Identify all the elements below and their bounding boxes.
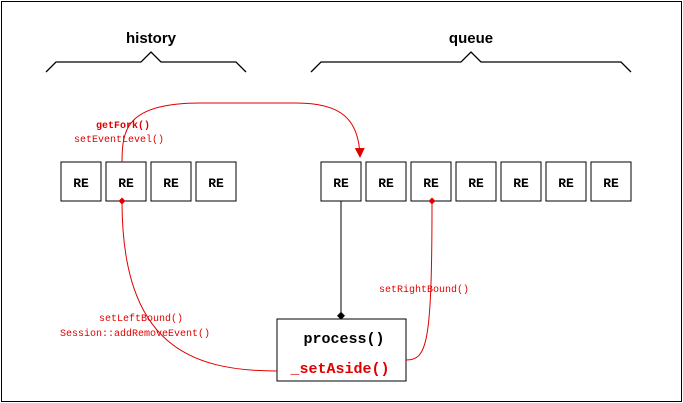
history-brace [45, 51, 247, 73]
queue-box-1: RE [320, 161, 362, 202]
svg-text:RE: RE [118, 176, 134, 191]
set-aside-label: _setAside() [289, 361, 389, 378]
set-left-bound-label: setLeftBound() [99, 313, 183, 325]
set-event-level-label: setEventLevel() [74, 134, 164, 146]
queue-box-3: RE [410, 161, 452, 202]
history-boxes: RE RE RE RE [60, 161, 237, 202]
fork-arrow [121, 102, 365, 163]
queue-box-5: RE [500, 161, 542, 202]
history-box-4: RE [195, 161, 237, 202]
get-fork-label: getFork() [96, 120, 150, 132]
history-box-2: RE [105, 161, 147, 202]
add-remove-event-label: Session::addRemoveEvent() [60, 328, 210, 340]
queue-box-6: RE [545, 161, 587, 202]
queue-box-2: RE [365, 161, 407, 202]
process-label: process() [303, 331, 384, 348]
svg-text:RE: RE [73, 176, 89, 191]
set-right-bound-label: setRightBound() [379, 284, 469, 296]
svg-text:RE: RE [163, 176, 179, 191]
svg-text:RE: RE [468, 176, 484, 191]
svg-text:RE: RE [208, 176, 224, 191]
queue-box-4: RE [455, 161, 497, 202]
svg-text:RE: RE [333, 176, 349, 191]
queue-boxes: RE RE RE RE RE RE RE [320, 161, 632, 202]
history-box-1: RE [60, 161, 102, 202]
svg-text:RE: RE [558, 176, 574, 191]
svg-text:RE: RE [378, 176, 394, 191]
queue-title: queue [449, 30, 493, 47]
left-bound-arrow [118, 197, 278, 372]
process-box: process() _setAside() [276, 318, 407, 382]
svg-text:RE: RE [513, 176, 529, 191]
svg-text:RE: RE [423, 176, 439, 191]
queue-brace [310, 51, 632, 73]
history-box-3: RE [150, 161, 192, 202]
history-title: history [126, 30, 177, 47]
queue-box-7: RE [590, 161, 632, 202]
right-bound-arrow [405, 197, 436, 361]
svg-text:RE: RE [603, 176, 619, 191]
